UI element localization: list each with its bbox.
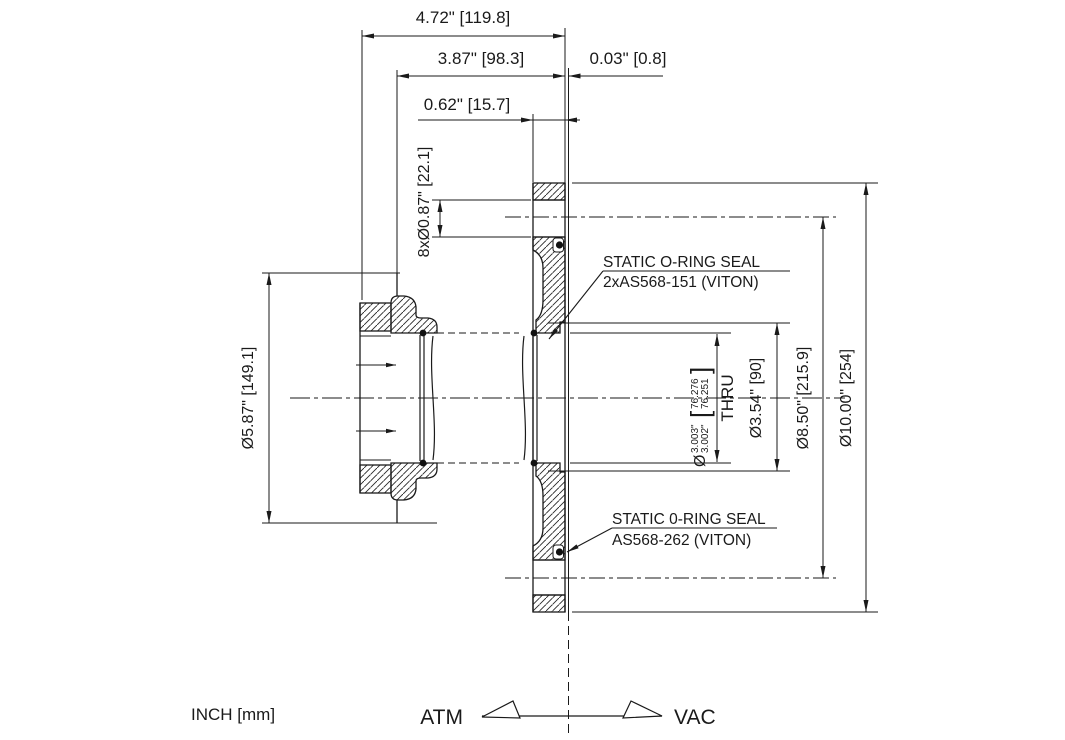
seal-top-label-line1: STATIC O-RING SEAL — [603, 254, 760, 271]
atm-label: ATM — [420, 706, 463, 729]
dim-bore-callout: Ø 3.003" 3.002" [ 76.276 76.251 ] — [685, 367, 715, 467]
leader-arrowheads — [549, 328, 579, 552]
atm-vac-symbol — [481, 700, 663, 719]
thru-label: THRU — [718, 374, 737, 421]
dimension-arrowheads — [266, 33, 869, 612]
o-ring-dot — [419, 459, 427, 467]
flange-section — [532, 68, 569, 613]
nut-top — [359, 302, 392, 332]
face-o-ring-dot — [555, 241, 564, 249]
seal-bottom-label-line2: AS568-262 (VITON) — [612, 532, 751, 549]
dim-flange-od: Ø10.00" [254] — [838, 349, 855, 447]
bracket-open: [ — [685, 410, 715, 418]
atm-flag-icon — [481, 700, 521, 719]
bracket-close: ] — [685, 367, 715, 374]
o-ring-cross-sections — [419, 241, 564, 556]
dim-flange-thickness: 0.62" [15.7] — [424, 95, 510, 114]
body-hub-top — [390, 295, 438, 334]
bore-mm-lower: 76.251 — [700, 378, 711, 409]
fitting-section — [356, 273, 438, 523]
diameter-symbol: Ø — [692, 455, 709, 467]
o-ring-dot — [530, 329, 538, 337]
hidden-bore-lines — [437, 332, 519, 464]
tube-break-lines — [419, 335, 538, 461]
dim-hub-length: 3.87" [98.3] — [438, 49, 524, 68]
vac-label: VAC — [674, 706, 716, 729]
body-hub-bottom — [390, 462, 438, 501]
units-note: INCH [mm] — [191, 705, 275, 724]
bore-inch-lower: 3.002" — [700, 424, 711, 453]
dim-bolt-circle: Ø8.50" [215.9] — [795, 347, 812, 450]
seal-top-label-line2: 2xAS568-151 (VITON) — [603, 274, 759, 291]
face-o-ring-dot — [555, 548, 564, 556]
seal-bottom-label-line1: STATIC 0-RING SEAL — [612, 511, 766, 528]
dim-counterbore: Ø3.54" [90] — [748, 358, 765, 438]
dim-face-offset: 0.03" [0.8] — [590, 49, 667, 68]
vac-flag-icon — [622, 700, 663, 719]
nut-bottom — [359, 464, 392, 494]
o-ring-dot — [530, 459, 538, 467]
dim-bolt-holes: 8xØ0.87" [22.1] — [416, 147, 433, 258]
dimension-lines — [262, 28, 878, 613]
bore-mm-upper: 76.276 — [690, 378, 701, 409]
o-ring-dot — [419, 329, 427, 337]
dim-body-od: Ø5.87" [149.1] — [240, 347, 257, 450]
bore-inch-upper: 3.003" — [690, 424, 701, 453]
drawing-text: 4.72" [119.8] 3.87" [98.3] 0.03" [0.8] 0… — [191, 8, 855, 729]
dim-overall-length: 4.72" [119.8] — [416, 8, 511, 27]
